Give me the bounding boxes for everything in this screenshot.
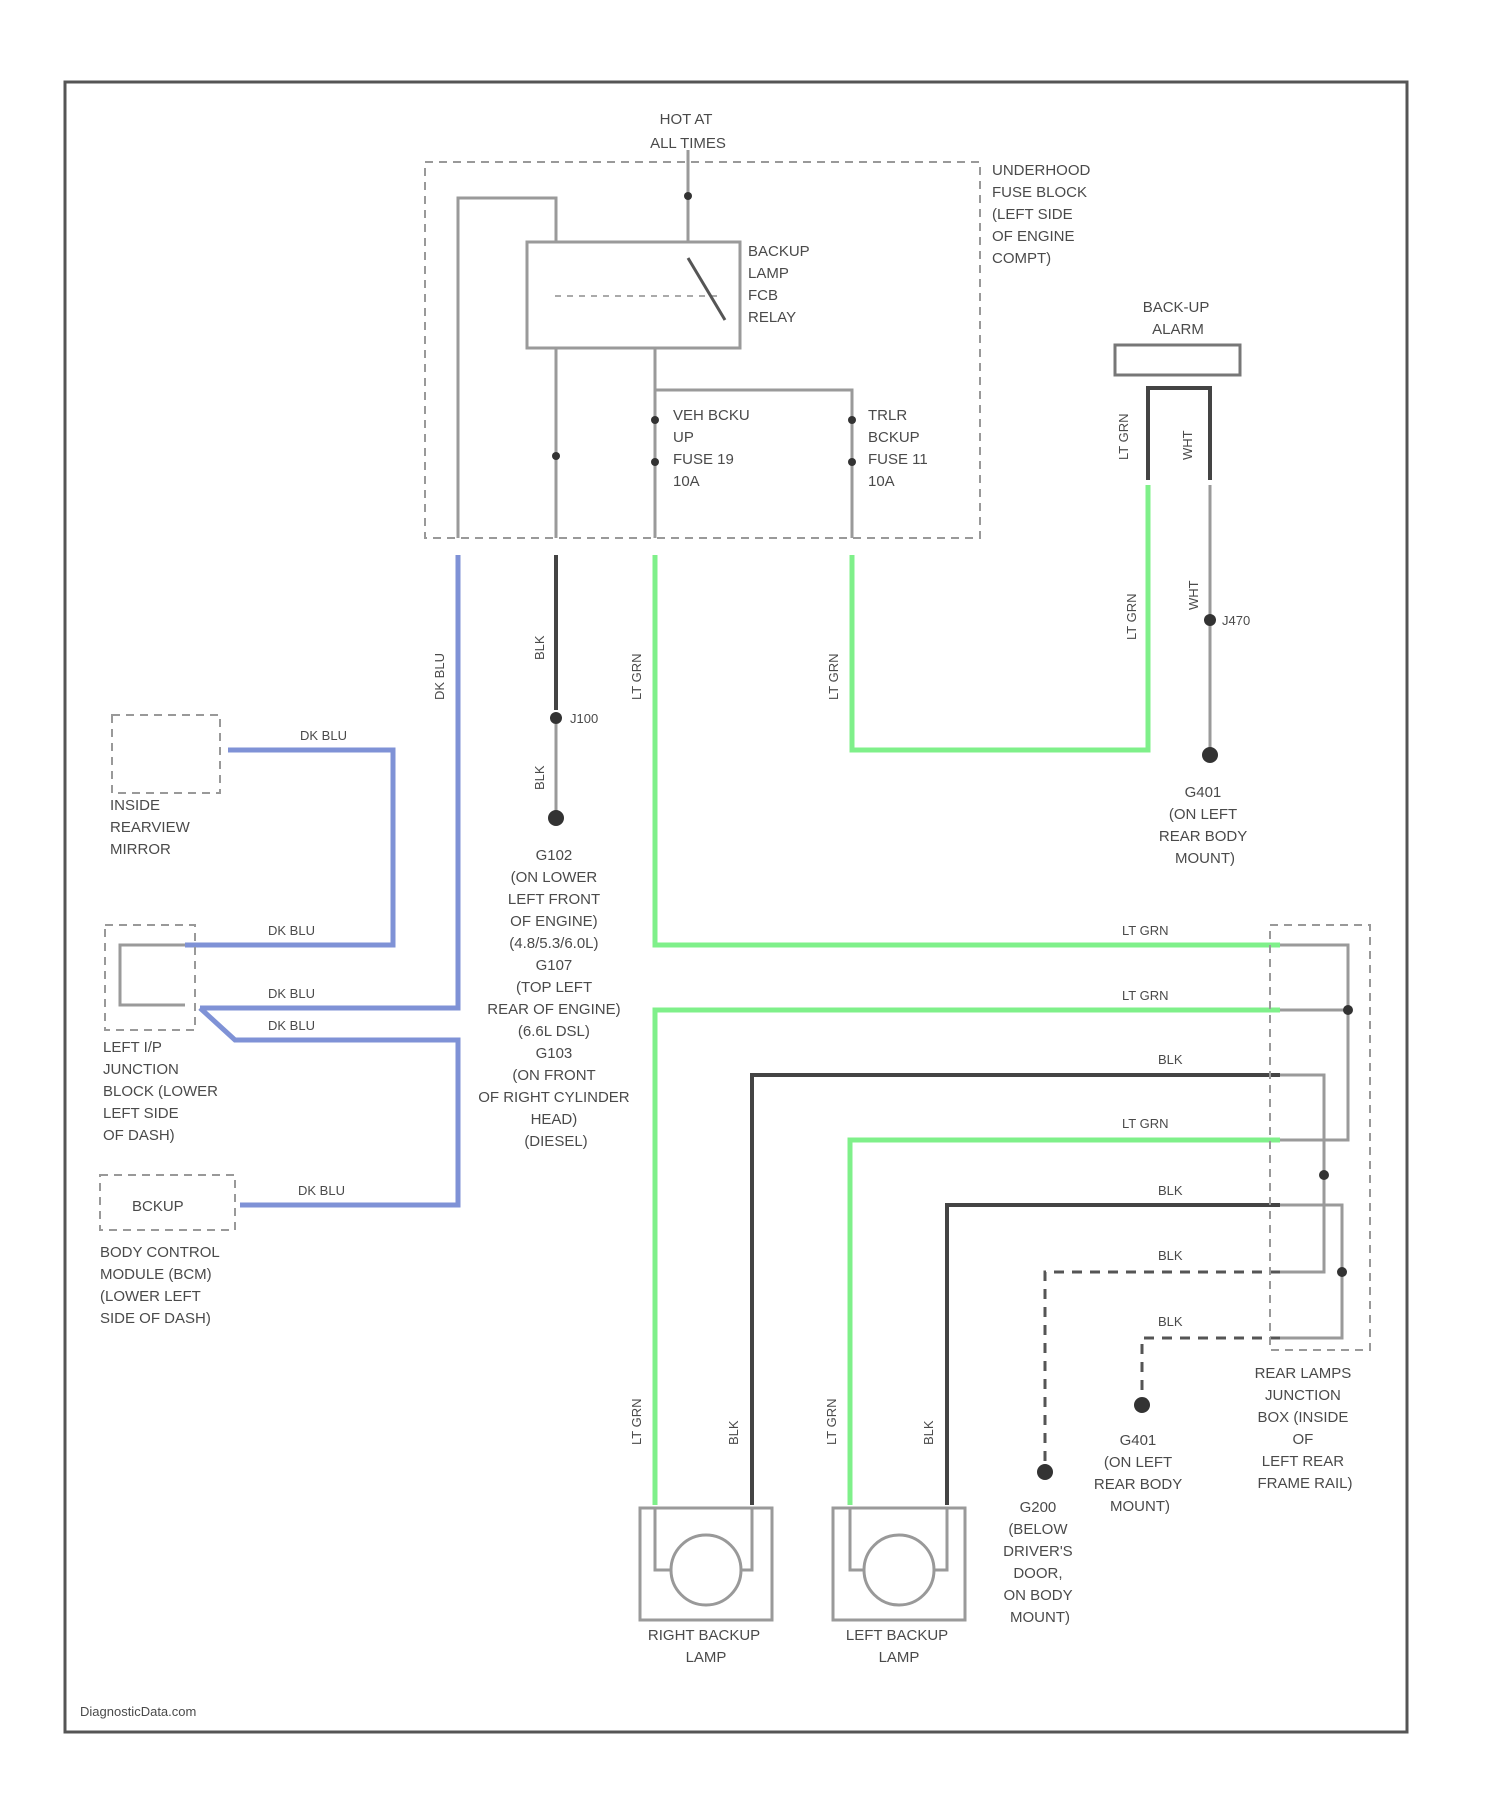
rear-box-node-1: [1343, 1005, 1353, 1015]
hot-label: HOT AT ALL TIMES: [650, 111, 726, 152]
ip-wire-label-1: DK BLU: [268, 923, 315, 938]
fuse19-node-2: [651, 458, 659, 466]
fuse-block-label: UNDERHOOD FUSE BLOCK (LEFT SIDE OF ENGIN…: [992, 162, 1095, 267]
backup-alarm: [1115, 345, 1240, 375]
g401-bottom-label: G401 (ON LEFT REAR BODY MOUNT): [1094, 1432, 1186, 1515]
mirror-blue-wire: [185, 750, 393, 945]
relay-switch: [688, 258, 725, 320]
rear-box-bus-3: [1280, 1075, 1324, 1272]
left-backup-lamp: [833, 1508, 965, 1620]
g200-ground-wire: [1045, 1272, 1280, 1465]
underhood-fuse-block: [425, 162, 980, 538]
bcm-box-text: BCKUP: [132, 1198, 184, 1215]
right-lamp-label: RIGHT BACKUP LAMP: [648, 1627, 764, 1666]
ip-wire-label-3: DK BLU: [268, 1018, 315, 1033]
alarm-ground-wire-label: WHT: [1186, 580, 1201, 610]
rear-box-label: REAR LAMPS JUNCTION BOX (INSIDE OF LEFT …: [1255, 1365, 1356, 1492]
splice-j470: [1204, 614, 1216, 626]
splice-j470-label: J470: [1222, 613, 1250, 628]
trailer-backup-wire: [852, 485, 1148, 750]
rear-box-wire-label-6: BLK: [1158, 1248, 1183, 1263]
g401-bottom: [1134, 1397, 1150, 1413]
g200-label: G200 (BELOW DRIVER'S DOOR, ON BODY MOUNT…: [1003, 1499, 1077, 1626]
fuse19-node: [651, 416, 659, 424]
bcm-blue-wire: [200, 1008, 458, 1205]
alarm-internal: [1148, 388, 1210, 480]
rear-box-wire-label-2: LT GRN: [1122, 988, 1168, 1003]
ip-block-internal: [120, 945, 185, 1005]
bcm-wire-label: DK BLU: [298, 1183, 345, 1198]
alarm-wire2-label: WHT: [1180, 430, 1195, 460]
fuse11-node-2: [848, 458, 856, 466]
bcm-label: BODY CONTROL MODULE (BCM) (LOWER LEFT SI…: [100, 1244, 223, 1327]
mirror-label: INSIDE REARVIEW MIRROR: [110, 797, 194, 858]
left-lamp-blk-label: BLK: [921, 1420, 936, 1445]
left-lamp-label: LEFT BACKUP LAMP: [846, 1627, 952, 1666]
watermark: DiagnosticData.com: [80, 1704, 196, 1719]
rear-box-bus-1: [1280, 945, 1348, 1140]
right-lamp-filament-2: [741, 1508, 752, 1570]
right-lamp-filament: [655, 1508, 671, 1570]
right-lamp-blk-label: BLK: [726, 1420, 741, 1445]
ip-block-label: LEFT I/P JUNCTION BLOCK (LOWER LEFT SIDE…: [103, 1039, 222, 1144]
left-lamp-green-label: LT GRN: [824, 1399, 839, 1445]
splice-j100: [550, 712, 562, 724]
rear-box-wire-label-5: BLK: [1158, 1183, 1183, 1198]
relay-coil-blue-wire: [200, 555, 458, 1008]
left-lamp-filament: [850, 1508, 864, 1570]
rear-box-wire-label-1: LT GRN: [1122, 923, 1168, 938]
relay-ground-node: [552, 452, 560, 460]
fuse19-label: VEH BCKU UP FUSE 19 10A: [673, 407, 754, 490]
left-lamp-lt-grn-wire: [850, 1140, 1280, 1505]
relay-label: BACKUP LAMP FCB RELAY: [748, 243, 814, 326]
alarm-label: BACK-UP ALARM: [1143, 299, 1214, 338]
j100-ground-wire-label: BLK: [532, 765, 547, 790]
fuse19-wire-label: LT GRN: [629, 654, 644, 700]
alarm-wire1-label: LT GRN: [1116, 414, 1131, 460]
g102-label: G102 (ON LOWER LEFT FRONT OF ENGINE) (4.…: [478, 847, 634, 1150]
left-lamp-bulb-icon: [864, 1535, 934, 1605]
rear-box-wire-label-3: BLK: [1158, 1052, 1183, 1067]
right-lamp-bulb-icon: [671, 1535, 741, 1605]
splice-j100-label: J100: [570, 711, 598, 726]
left-lamp-filament-2: [934, 1508, 947, 1570]
rear-box-node-3: [1337, 1267, 1347, 1277]
hot-feed-node: [684, 192, 692, 200]
fuse11-label: TRLR BCKUP FUSE 11 10A: [868, 407, 932, 490]
g200-ground: [1037, 1464, 1053, 1480]
diagram-frame: [65, 82, 1407, 1732]
g102-ground: [548, 810, 564, 826]
right-lamp-green-label: LT GRN: [629, 1399, 644, 1445]
rear-box-node-2: [1319, 1170, 1329, 1180]
relay-coil-wire-label: DK BLU: [432, 653, 447, 700]
right-lamp-lt-grn-wire: [655, 1010, 1280, 1505]
relay-ground-wire-label: BLK: [532, 635, 547, 660]
fuse-block-internal-wire: [458, 198, 556, 538]
mirror-wire-label: DK BLU: [300, 728, 347, 743]
rear-box-wire-label-7: BLK: [1158, 1314, 1183, 1329]
g401-top-label: G401 (ON LEFT REAR BODY MOUNT): [1159, 784, 1251, 867]
trailer-backup-wire-label: LT GRN: [826, 654, 841, 700]
rear-lamps-junction-box: [1270, 925, 1370, 1350]
ip-wire-label-2: DK BLU: [268, 986, 315, 1001]
inside-rearview-mirror: [112, 715, 220, 793]
g401-top: [1202, 747, 1218, 763]
alarm-feed-wire-label: LT GRN: [1124, 594, 1139, 640]
fuse11-node: [848, 416, 856, 424]
rear-box-wire-label-4: LT GRN: [1122, 1116, 1168, 1131]
